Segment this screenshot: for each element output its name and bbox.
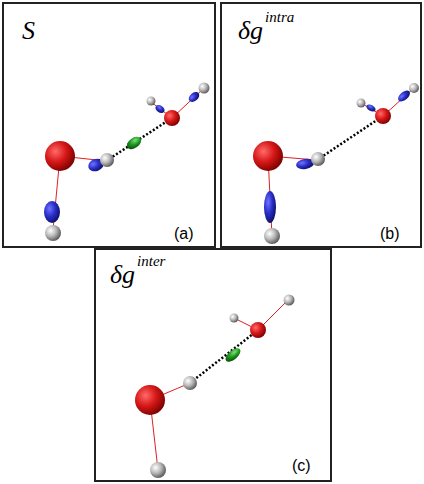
quantity-symbol: δg: [110, 262, 135, 288]
figure-panel: S (a): [2, 2, 216, 248]
panel-label: (c): [292, 458, 311, 474]
panel-label: (b): [380, 226, 400, 242]
quantity-symbol: S: [22, 18, 35, 44]
figure-panel: δgintra (b): [220, 2, 422, 248]
panel-label: (a): [174, 226, 194, 242]
figure-panel: δginter (c): [94, 248, 332, 482]
molecule-c: [135, 295, 295, 479]
molecule-a: [44, 83, 210, 242]
superscript-label: inter: [137, 254, 165, 269]
superscript-label: intra: [265, 10, 294, 25]
molecule-b: [253, 83, 419, 244]
quantity-symbol: δg: [238, 18, 263, 44]
